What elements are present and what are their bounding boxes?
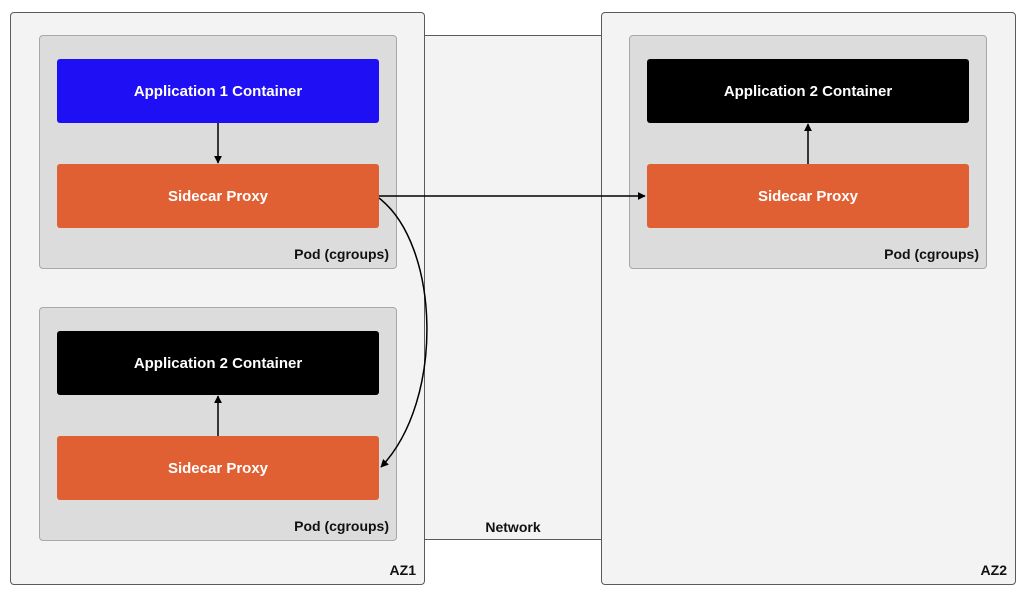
sidecar-proxy-az1-pod2: Sidecar Proxy (57, 436, 379, 500)
pod-label: Pod (cgroups) (884, 246, 979, 262)
application-1-container: Application 1 Container (57, 59, 379, 123)
az2-label: AZ2 (980, 562, 1007, 578)
pod-label: Pod (cgroups) (294, 518, 389, 534)
network-label: Network (485, 519, 541, 535)
network-region: Network (424, 35, 602, 540)
application-2-container-az1: Application 2 Container (57, 331, 379, 395)
application-2-container-az2: Application 2 Container (647, 59, 969, 123)
pod-label: Pod (cgroups) (294, 246, 389, 262)
az1-label: AZ1 (389, 562, 416, 578)
sidecar-proxy-az2-pod1: Sidecar Proxy (647, 164, 969, 228)
sidecar-proxy-az1-pod1: Sidecar Proxy (57, 164, 379, 228)
